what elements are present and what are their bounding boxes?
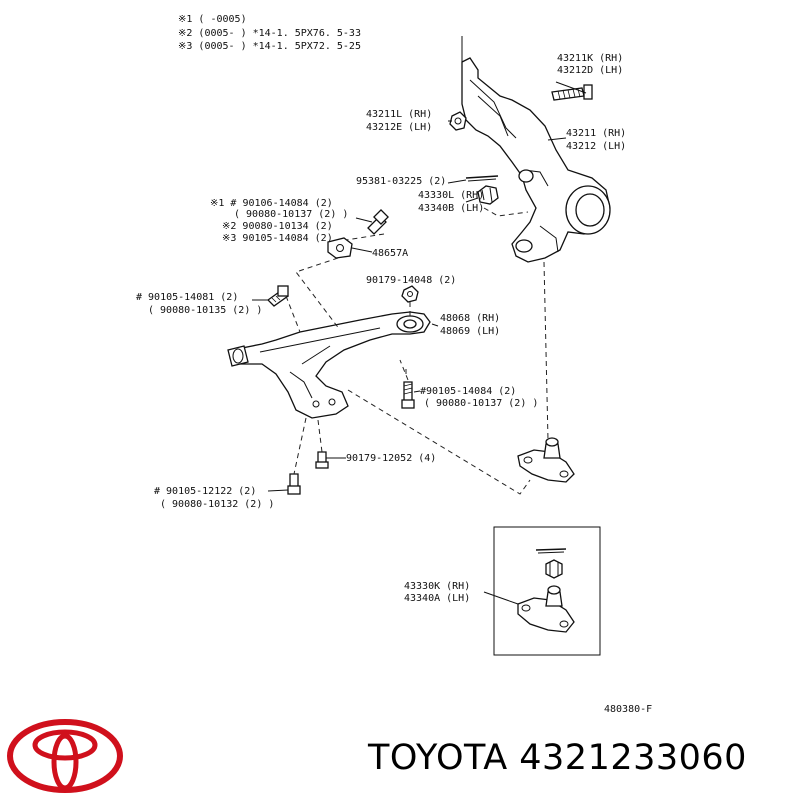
label-48657A: 48657A (372, 248, 408, 259)
bolt-1 (367, 209, 389, 235)
label-43212D: 43212D (LH) (557, 65, 623, 76)
castle-nut (477, 185, 499, 205)
label-43330L: 43330L (RH) (418, 190, 484, 201)
label-90179-12052: 90179-12052 (4) (346, 453, 436, 464)
toyota-logo-icon (7, 719, 123, 793)
brand-part-number: TOYOTA 4321233060 (368, 738, 747, 778)
label-bolt3-a: #90105-14084 (2) (420, 386, 516, 397)
cotter-pin (465, 175, 499, 182)
label-48068: 48068 (RH) (440, 313, 500, 324)
label-43212E: 43212E (LH) (366, 122, 432, 133)
dashed-assembly-lines (285, 207, 549, 495)
knuckle-bolt (551, 84, 593, 101)
bolt-4 (287, 473, 301, 495)
label-bolt1-d: ※3 90105-14084 (2) (222, 233, 333, 244)
bolt-3 (401, 381, 415, 409)
inset-box (483, 526, 601, 656)
knuckle-nut (449, 111, 467, 131)
label-43211: 43211 (RH) (566, 128, 626, 139)
label-bolt3-b: ( 90080-10137 (2) ) (424, 398, 538, 409)
ball-joint (517, 437, 575, 483)
label-bolt1-c: ※2 90080-10134 (2) (222, 221, 333, 232)
label-43211K: 43211K (RH) (557, 53, 623, 64)
lower-control-arm (227, 311, 431, 419)
note-2: ※2 (0005- ) *14-1. 5PX76. 5-33 (178, 28, 361, 39)
label-bolt2-a: # 90105-14081 (2) (136, 292, 238, 303)
note-1: ※1 ( -0005) (178, 14, 247, 25)
leader-lines (252, 81, 587, 492)
bracket-48657A (327, 237, 353, 259)
label-48069: 48069 (LH) (440, 326, 500, 337)
nut-90179-14048 (401, 285, 419, 303)
label-43340B: 43340B (LH) (418, 203, 484, 214)
steering-knuckle (461, 36, 611, 263)
note-3: ※3 (0005- ) *14-1. 5PX72. 5-25 (178, 41, 361, 52)
bolt-2 (266, 285, 290, 307)
bolt-90179-12052 (315, 451, 329, 469)
label-43212: 43212 (LH) (566, 141, 626, 152)
label-90179-14048: 90179-14048 (2) (366, 275, 456, 286)
label-43340A: 43340A (LH) (404, 593, 470, 604)
figure-code: 480380-F (604, 704, 652, 715)
label-bolt2-b: ( 90080-10135 (2) ) (148, 305, 262, 316)
label-bolt4-a: # 90105-12122 (2) (154, 486, 256, 497)
label-bolt1-b: ( 90080-10137 (2) ) (234, 209, 348, 220)
label-43211L: 43211L (RH) (366, 109, 432, 120)
label-bolt1-a: ※1 # 90106-14084 (2) (210, 198, 333, 209)
label-bolt4-b: ( 90080-10132 (2) ) (160, 499, 274, 510)
label-43330K: 43330K (RH) (404, 581, 470, 592)
label-95381: 95381-03225 (2) (356, 176, 446, 187)
